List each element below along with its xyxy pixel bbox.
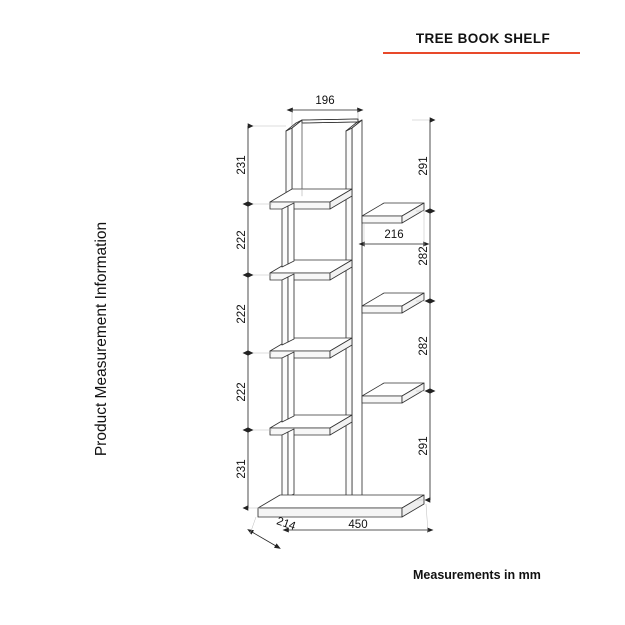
upper-corner-panel <box>301 118 359 124</box>
dimension-label-left-4: 222 <box>236 382 248 401</box>
right-shelf-2 <box>361 292 425 314</box>
dimension-top-width <box>286 107 364 126</box>
dimension-label-base-width: 450 <box>348 519 367 531</box>
page-title: TREE BOOK SHELF <box>415 31 551 46</box>
dimension-label-right-2: 282 <box>418 246 430 265</box>
measurement-unit-note: Measurements in mm <box>413 568 541 582</box>
title-underline-rule <box>383 52 580 54</box>
dimension-right-shelf-depth <box>358 210 430 247</box>
dimension-label-right-4: 291 <box>418 436 430 455</box>
upper-left-upright-panel <box>285 119 303 212</box>
dimension-label-left-2: 222 <box>236 230 248 249</box>
left-shelf-2 <box>269 259 353 281</box>
right-shelf-3 <box>361 382 425 404</box>
title-block: TREE BOOK SHELF <box>383 30 583 54</box>
dimension-label-left-1: 231 <box>236 155 248 174</box>
left-dividers <box>281 202 295 501</box>
dimension-label-base-depth: 214 <box>275 515 298 533</box>
dimension-label-left-5: 231 <box>236 459 248 478</box>
dimension-label-right-shelf-depth: 216 <box>384 229 403 241</box>
left-extension-lines <box>248 125 286 509</box>
dimension-label-right-3: 282 <box>418 336 430 355</box>
left-shelf-1 <box>269 188 353 210</box>
dimension-label-left-3: 222 <box>236 304 248 323</box>
right-shelf-1 <box>361 202 425 224</box>
dimension-label-right-1: 291 <box>418 156 430 175</box>
dimension-base-width <box>282 503 434 533</box>
dimension-base-depth <box>247 516 281 549</box>
dimension-label-top-width: 196 <box>315 95 334 107</box>
base-panel <box>257 494 425 518</box>
